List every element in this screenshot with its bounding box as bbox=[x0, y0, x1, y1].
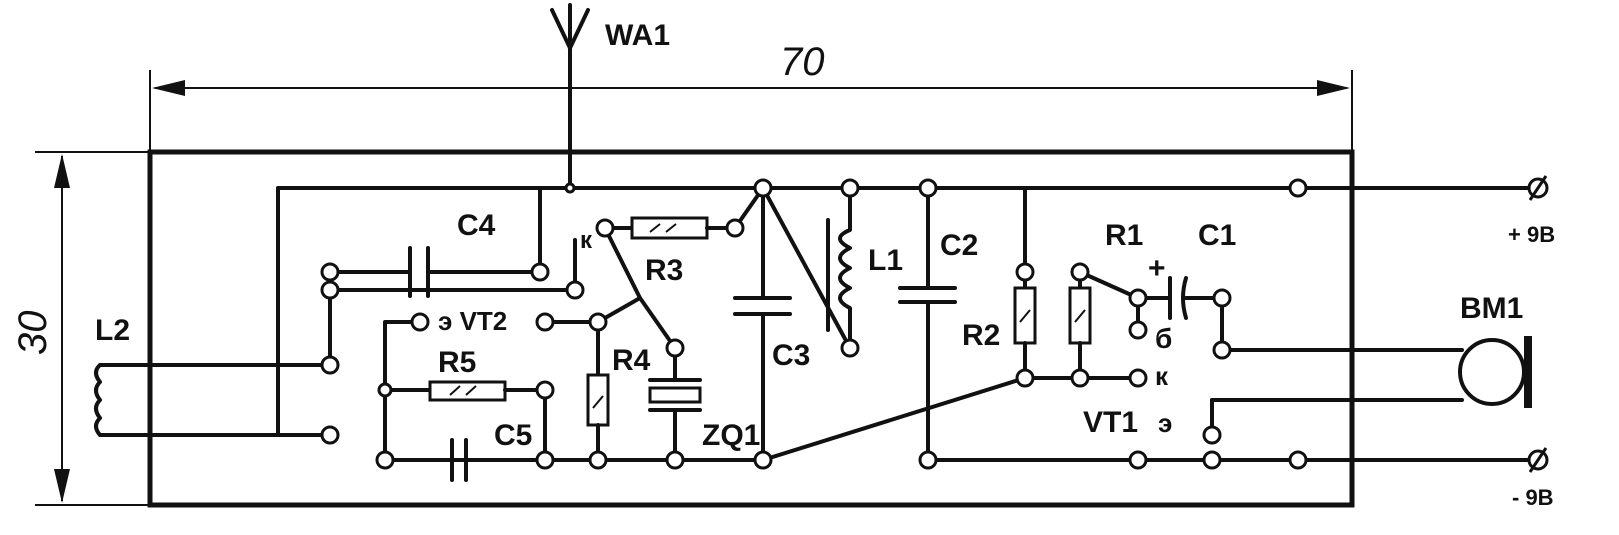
height-dim-label: 30 bbox=[11, 311, 55, 356]
c3-l1-wire bbox=[761, 186, 852, 350]
c5-label: C5 bbox=[494, 419, 532, 452]
vt1-emitter-label: э bbox=[1158, 408, 1172, 438]
plus-terminal: + 9В bbox=[1508, 175, 1555, 247]
collector-wire bbox=[761, 376, 1140, 462]
capacitor-c2: C2 bbox=[898, 186, 978, 462]
height-dimension: 30 bbox=[11, 151, 150, 506]
inductor-l2: L2 bbox=[94, 314, 280, 437]
inductor-l1: L1 bbox=[826, 186, 903, 350]
resistor-r5: R5 bbox=[428, 346, 547, 462]
minus-label: - 9В bbox=[1512, 485, 1554, 510]
solder-pads bbox=[320, 178, 1308, 470]
bm1-label: BM1 bbox=[1460, 292, 1523, 325]
capacitor-c4: C4 bbox=[328, 186, 542, 298]
l2-label: L2 bbox=[95, 314, 130, 347]
width-dim-label: 70 bbox=[780, 40, 825, 84]
resistor-r1: R1 bbox=[1068, 219, 1143, 380]
vt1-base-label: б bbox=[1155, 323, 1172, 354]
c2-label: C2 bbox=[940, 229, 978, 262]
plus-label: + 9В bbox=[1508, 222, 1555, 247]
capacitor-c3: C3 bbox=[733, 186, 810, 462]
antenna-symbol: WA1 bbox=[550, 3, 670, 192]
c1-plus-label: + bbox=[1148, 252, 1166, 285]
width-dimension: 70 bbox=[149, 40, 1353, 150]
r4-label: R4 bbox=[612, 344, 651, 377]
antenna-label: WA1 bbox=[605, 19, 670, 52]
l1-label: L1 bbox=[868, 244, 903, 277]
resistor-r2: R2 bbox=[962, 186, 1037, 380]
vt2-label: э VT2 bbox=[438, 306, 507, 336]
minus-terminal: - 9В bbox=[1512, 447, 1554, 510]
board-outline bbox=[147, 149, 1355, 508]
r1-label: R1 bbox=[1105, 219, 1143, 252]
vt2-collector-label: к bbox=[580, 227, 593, 254]
r5-label: R5 bbox=[438, 346, 476, 379]
c4-label: C4 bbox=[457, 209, 496, 242]
c3-label: C3 bbox=[772, 339, 810, 372]
zq1-label: ZQ1 bbox=[702, 419, 760, 452]
r2-label: R2 bbox=[962, 319, 1000, 352]
r3-r4-wire bbox=[543, 226, 677, 350]
r3-label: R3 bbox=[645, 254, 683, 287]
c1-label: C1 bbox=[1198, 219, 1236, 252]
vt1-label: VT1 bbox=[1083, 406, 1138, 439]
crystal-zq1: ZQ1 bbox=[648, 346, 760, 462]
vt1-collector-label: к bbox=[1155, 361, 1169, 391]
resistor-r4: R4 bbox=[586, 320, 651, 462]
capacitor-c1: + C1 bbox=[1136, 219, 1236, 352]
capacitor-c5: C5 bbox=[450, 419, 532, 482]
microphone-bm1: BM1 bbox=[1210, 292, 1532, 437]
